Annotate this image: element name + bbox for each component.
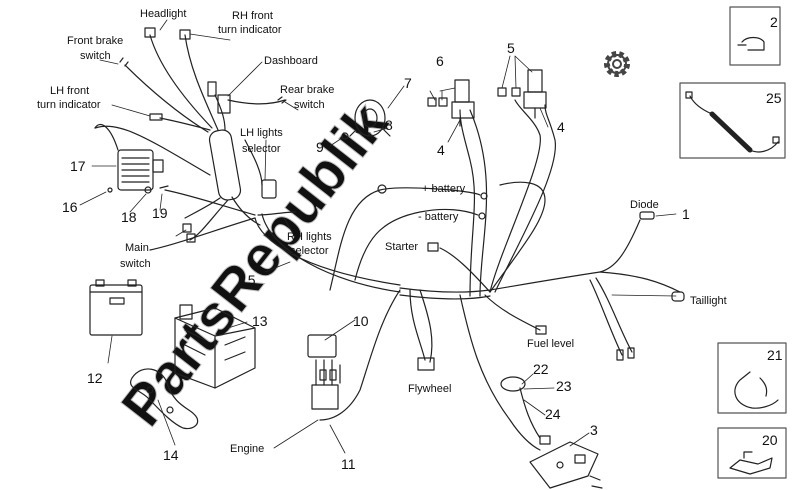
ref-15: 15	[240, 272, 256, 288]
bracket	[130, 368, 199, 430]
label-rh-front-turn-2: turn indicator	[218, 24, 282, 36]
label-lh-front-turn-2: turn indicator	[37, 99, 101, 111]
leader-lines	[79, 19, 677, 454]
front-harness	[94, 34, 401, 293]
label-rh-lights: RH lights	[287, 231, 332, 243]
handlebar-switch	[529, 441, 603, 489]
nut-9	[341, 132, 349, 140]
inset-box-20	[717, 427, 787, 479]
fuel-level-connector	[535, 325, 547, 335]
main-switch-connector-2	[186, 233, 196, 243]
ref-1: 1	[682, 206, 690, 222]
ref-9: 9	[316, 139, 324, 155]
harness-sleeve	[208, 129, 242, 201]
label-plus-battery: + battery	[422, 183, 466, 195]
labels: Headlight RH front turn indicator Front …	[37, 8, 783, 472]
ref-11: 11	[341, 456, 356, 472]
ref-23: 23	[556, 378, 572, 394]
label-headlight: Headlight	[140, 8, 186, 20]
label-main-switch: Main	[125, 242, 149, 254]
label-lh-lights-2: selector	[242, 143, 281, 155]
lh-turn-connector	[149, 113, 163, 121]
main-harness	[319, 99, 681, 451]
starter-button-assembly	[500, 376, 551, 445]
label-flywheel: Flywheel	[408, 383, 451, 395]
fuses-left	[427, 79, 475, 127]
label-lh-lights: LH lights	[240, 127, 283, 139]
bolt-8	[355, 131, 371, 137]
ref-25: 25	[766, 90, 782, 106]
ref-21: 21	[767, 347, 783, 363]
ref-14: 14	[163, 447, 179, 463]
rh-turn-connector	[207, 81, 217, 97]
label-rear-brake: Rear brake	[280, 84, 334, 96]
starter-connector	[427, 242, 439, 252]
label-main-switch-2: switch	[120, 258, 151, 270]
inset-box-2	[729, 6, 781, 66]
ref-10: 10	[353, 313, 369, 329]
inset-box-21	[717, 342, 787, 414]
screw-19	[159, 185, 169, 189]
ref-20: 20	[762, 432, 778, 448]
battery	[89, 279, 143, 336]
label-starter: Starter	[385, 241, 418, 253]
ref-16: 16	[62, 199, 78, 215]
ref-6: 6	[436, 53, 444, 69]
label-fuel-level: Fuel level	[527, 338, 574, 350]
ref-17: 17	[70, 158, 86, 174]
ref-13: 13	[252, 313, 268, 329]
engine-relay	[307, 334, 341, 410]
label-rh-lights-2: selector	[290, 245, 329, 257]
label-dashboard: Dashboard	[264, 55, 318, 67]
ref-7: 7	[404, 75, 412, 91]
ref-24: 24	[545, 406, 561, 422]
dashboard-connector	[217, 94, 231, 114]
fuses-right	[497, 69, 547, 119]
ref-22: 22	[533, 361, 549, 377]
inset-box-25	[679, 82, 786, 159]
label-front-brake-2: switch	[80, 50, 111, 62]
label-minus-battery: - battery	[418, 211, 459, 223]
ref-19: 19	[152, 205, 168, 221]
label-front-brake: Front brake	[67, 35, 123, 47]
ref-18: 18	[121, 209, 137, 225]
headlight-connector-right	[179, 29, 191, 40]
lh-lights-connector	[261, 179, 277, 199]
ref-12: 12	[87, 370, 103, 386]
headlight-connector-left	[144, 27, 156, 38]
ref-5: 5	[507, 40, 515, 56]
ref-2: 2	[770, 14, 778, 30]
battery-cables	[329, 184, 488, 291]
washer-18	[144, 186, 152, 194]
rear-connector-2	[627, 347, 635, 359]
label-engine: Engine	[230, 443, 264, 455]
flywheel-connector	[417, 357, 435, 371]
screw-16	[107, 187, 113, 193]
gear-icon	[604, 51, 630, 77]
ref-4-right: 4	[557, 119, 565, 135]
battery-holder	[174, 304, 256, 389]
diode	[639, 211, 655, 220]
rear-connector-1	[616, 349, 624, 361]
ref-8: 8	[385, 117, 393, 133]
ref-3: 3	[590, 422, 598, 438]
label-rh-front-turn: RH front	[232, 10, 273, 22]
ref-4-left: 4	[437, 142, 445, 158]
label-taillight: Taillight	[690, 295, 727, 307]
horn	[349, 99, 391, 137]
voltage-regulator	[94, 123, 164, 191]
main-switch-connector-1	[182, 223, 192, 233]
taillight-connector	[671, 291, 685, 302]
label-diode: Diode	[630, 199, 659, 211]
label-rear-brake-2: switch	[294, 99, 325, 111]
label-lh-front-turn: LH front	[50, 85, 89, 97]
